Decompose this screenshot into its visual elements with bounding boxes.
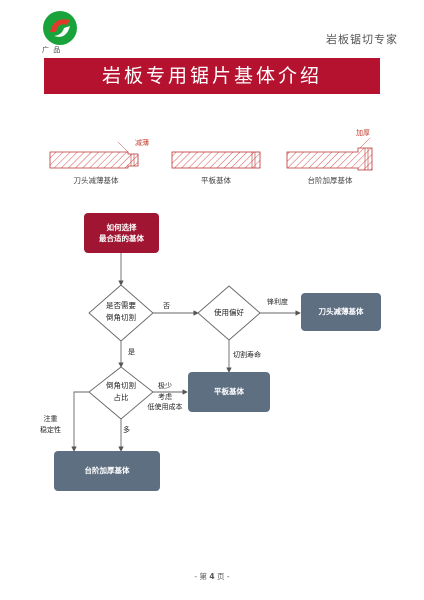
flow-start-node: 如何选择 最合适的基体	[84, 213, 159, 253]
page-number-value: 4	[209, 572, 215, 581]
result-flat-node: 平板基体	[188, 372, 270, 412]
callout-thin: 减薄	[135, 139, 149, 147]
page-title: 岩板专用锯片基体介绍	[44, 58, 380, 94]
plate-label-flat: 平板基体	[201, 176, 231, 185]
plate-flat	[171, 151, 261, 169]
result-step-node: 台阶加厚基体	[54, 451, 160, 491]
start-line-1: 如何选择	[106, 222, 137, 232]
plate-diagrams	[49, 137, 373, 171]
start-line-2: 最合适的基体	[99, 234, 144, 243]
decision3-text: 倒角切割 占比	[106, 381, 136, 402]
plate-label-thin: 刀头减薄基体	[73, 176, 119, 185]
edge-label-life: 切割寿命	[233, 351, 261, 359]
edge-label-sharpness: 锋利度	[267, 298, 288, 306]
company-logo-icon	[43, 11, 77, 45]
callout-thick: 加厚	[356, 129, 370, 137]
decision1-text: 是否需要 倒角切割	[106, 301, 136, 322]
edge-label-no: 否	[163, 302, 170, 310]
plate-thinned-tip	[49, 141, 139, 169]
plate-label-step: 台阶加厚基体	[307, 176, 353, 185]
edge-label-yes: 是	[128, 348, 135, 356]
edge-label-stability: 注重 稳定性	[40, 415, 61, 434]
page-number: - 第 4 页 -	[194, 572, 230, 581]
header-brand: 岩板锯切专家	[326, 33, 398, 46]
edge-label-rare: 极少 考虑 低使用成本	[147, 382, 183, 411]
result-thin-node: 刀头减薄基体	[301, 293, 381, 331]
plate-stepped	[286, 137, 373, 171]
decision2-text: 使用偏好	[214, 308, 244, 317]
decision2-shape	[197, 285, 261, 341]
decision1-shape	[88, 284, 154, 342]
decision3-shape	[88, 366, 154, 420]
edge-label-many: 多	[123, 426, 130, 434]
logo-caption: 广 品	[42, 46, 62, 54]
